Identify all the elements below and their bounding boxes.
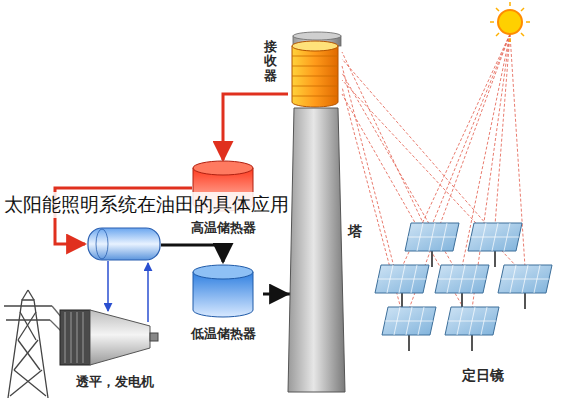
tower-node: 塔: [288, 108, 363, 396]
turbine-generator-node: 透平，发电机: [55, 288, 175, 396]
receiver-band: [292, 76, 338, 77]
heat-exchanger: [88, 228, 160, 260]
panel-grid: [438, 279, 486, 280]
overlay-caption: 太阳能照明系统在油田的具体应用: [2, 192, 291, 218]
sun: [490, 2, 530, 42]
generator-body: [60, 310, 90, 365]
heliostat-panel: [445, 307, 499, 335]
heliostat-panel: [382, 307, 436, 335]
panel-grid: [408, 237, 456, 238]
heliostat-field-node: 定日镜: [370, 215, 562, 390]
generator-rib: [77, 312, 78, 363]
heliostat-post: [408, 335, 410, 351]
cold-storage-node: 低温储热器: [183, 272, 263, 344]
receiver-band: [292, 66, 338, 67]
node-shape: [288, 30, 342, 110]
flow-connector: [223, 94, 288, 160]
cold-return-line: [161, 245, 223, 262]
receiver-node: 接收器: [288, 30, 342, 110]
node-label: 透平，发电机: [76, 374, 154, 390]
reflected-ray: [342, 59, 487, 225]
generator-rib: [71, 312, 72, 363]
heliostat-panel: [375, 265, 429, 293]
incoming-ray: [495, 34, 510, 225]
turbine-cone: [90, 310, 150, 365]
heliostat-post: [471, 335, 473, 351]
sun-rays: [342, 34, 525, 309]
heliostat-panel: [435, 265, 489, 293]
panel-grid: [471, 237, 519, 238]
panel-grid: [385, 321, 433, 322]
transmission-tower: [4, 290, 62, 398]
heliostat-panel: [468, 223, 522, 251]
generator-rib: [83, 312, 84, 363]
receiver-band: [292, 96, 338, 97]
panel-grid: [448, 321, 496, 322]
reflected-ray: [342, 52, 424, 225]
flow-connector: [263, 293, 288, 296]
steam-loop: [108, 261, 148, 322]
panel-grid: [501, 279, 549, 280]
node-label: 定日镜: [462, 367, 504, 384]
heliostat-post: [524, 293, 526, 309]
node-label: 接收器: [264, 40, 277, 83]
cylinder-top: [292, 41, 338, 51]
node-label: 塔: [348, 223, 362, 240]
reflected-ray: [342, 66, 394, 267]
heliostat-post: [431, 251, 433, 267]
receiver-band: [292, 86, 338, 87]
cylinder-top: [193, 265, 253, 279]
node-label: 高温储热器: [191, 220, 256, 236]
tower-column: [288, 108, 345, 392]
incoming-ray: [432, 34, 510, 225]
node-shape: [288, 108, 363, 396]
heliostat-post: [494, 251, 496, 267]
cylinder-body: [292, 46, 338, 107]
turbine-shaft: [150, 333, 158, 341]
node-label: 低温储热器: [191, 326, 256, 342]
cylinder-top: [193, 161, 253, 175]
receiver-band: [292, 56, 338, 57]
heliostat-panel: [498, 265, 552, 293]
node-shape: [370, 215, 562, 390]
panel-grid: [378, 279, 426, 280]
generator-rib: [65, 312, 66, 363]
heliostat-panel: [405, 223, 459, 251]
